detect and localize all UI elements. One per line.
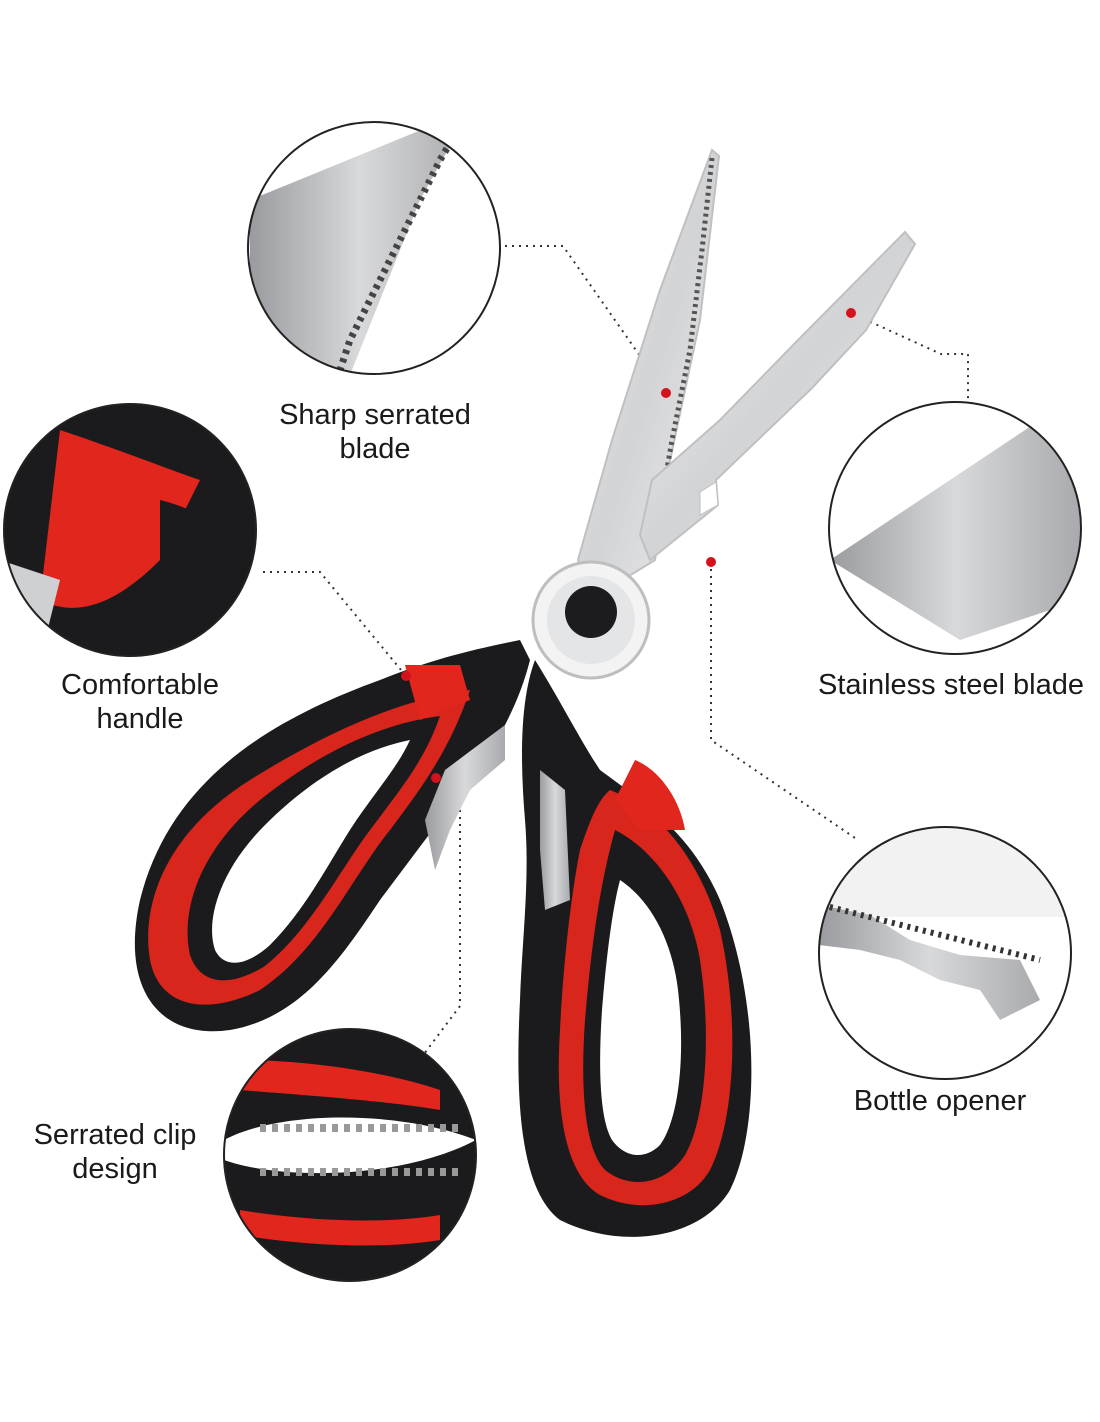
zoom-serrated-clip <box>223 1028 477 1282</box>
label-serrated-blade-line2: blade <box>339 433 411 465</box>
serrated-clip <box>425 725 570 910</box>
right-handle <box>518 660 752 1237</box>
label-handle-line1: Comfortable <box>61 669 219 701</box>
label-bottle-opener-line1: Bottle opener <box>853 1085 1027 1117</box>
marker-clip <box>431 773 441 783</box>
label-serrated-blade-line1: Sharp serrated <box>279 399 471 431</box>
markers <box>401 308 856 783</box>
label-serrated-blade: Sharp serrated blade <box>262 398 488 466</box>
label-stainless-blade: Stainless steel blade <box>802 668 1100 702</box>
left-handle <box>134 640 530 1032</box>
zoom-serrated-blade <box>247 121 501 375</box>
label-stainless-blade-line1: Stainless steel blade <box>818 669 1084 701</box>
marker-stainless <box>846 308 856 318</box>
leader-handle <box>263 571 407 677</box>
leader-stainless <box>850 312 969 402</box>
leader-lines <box>263 245 969 1059</box>
zoom-handle <box>3 403 257 657</box>
label-handle: Comfortable handle <box>40 668 240 736</box>
pivot <box>531 560 651 680</box>
label-serrated-clip-line2: design <box>72 1153 158 1185</box>
zoom-bottle-opener <box>818 826 1072 1080</box>
label-handle-line2: handle <box>96 703 184 735</box>
label-bottle-opener: Bottle opener <box>840 1084 1040 1118</box>
leader-serrated <box>505 245 667 394</box>
label-serrated-clip-line1: Serrated clip <box>33 1119 197 1151</box>
marker-serrated <box>661 388 671 398</box>
label-serrated-clip: Serrated clip design <box>20 1118 210 1186</box>
zoom-stainless-blade <box>828 401 1082 655</box>
marker-handle <box>401 671 411 681</box>
marker-bottle <box>706 557 716 567</box>
